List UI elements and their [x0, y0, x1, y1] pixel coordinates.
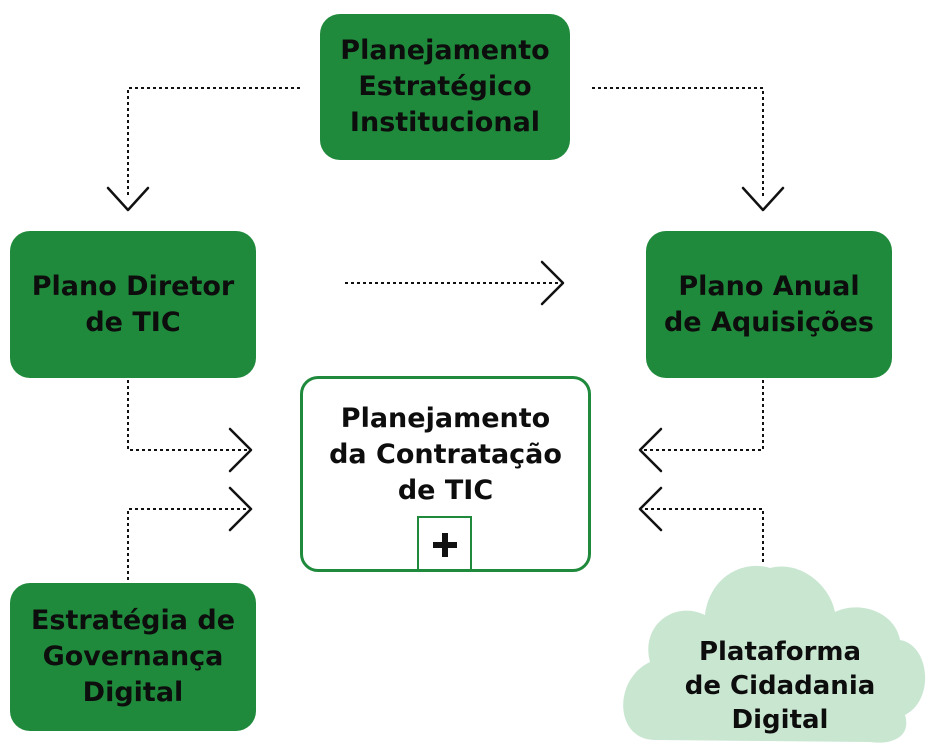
connector-diretor-to-contratacao — [127, 380, 248, 451]
node-plano-anual: Plano Anual de Aquisições — [646, 231, 892, 378]
connector-cidadania-to-contratacao — [642, 508, 764, 562]
cloud-shape — [623, 565, 926, 743]
node-label: Plano Anual de Aquisições — [663, 270, 874, 338]
connector-estrategico-to-diretor — [127, 87, 300, 196]
node-planejamento-estrategico: Planejamento Estratégico Institucional — [320, 14, 570, 160]
chevron-arrow-icon — [741, 186, 785, 212]
chevron-arrow-icon — [228, 486, 253, 532]
node-label: Estratégia de Governança Digital — [30, 605, 236, 708]
chevron-arrow-icon — [540, 260, 565, 306]
chevron-arrow-icon — [638, 427, 663, 473]
node-label: Plano Diretor de TIC — [31, 270, 235, 338]
node-estrategia-governanca: Estratégia de Governança Digital — [10, 583, 256, 731]
connector-anual-to-contratacao — [642, 380, 764, 451]
node-plano-diretor: Plano Diretor de TIC — [10, 231, 256, 378]
node-label: Planejamento da Contratação de TIC — [329, 403, 562, 506]
chevron-arrow-icon — [228, 427, 253, 473]
plus-icon — [432, 532, 457, 557]
chevron-arrow-icon — [106, 186, 150, 212]
connector-estrategico-to-anual — [592, 87, 764, 196]
node-label: Planejamento Estratégico Institucional — [340, 35, 550, 138]
chevron-arrow-icon — [638, 486, 663, 532]
expand-marker[interactable] — [417, 516, 472, 571]
node-plataforma-cidadania: Plataforma de Cidadania Digital — [684, 637, 876, 735]
connector-governanca-to-contratacao — [127, 508, 248, 580]
